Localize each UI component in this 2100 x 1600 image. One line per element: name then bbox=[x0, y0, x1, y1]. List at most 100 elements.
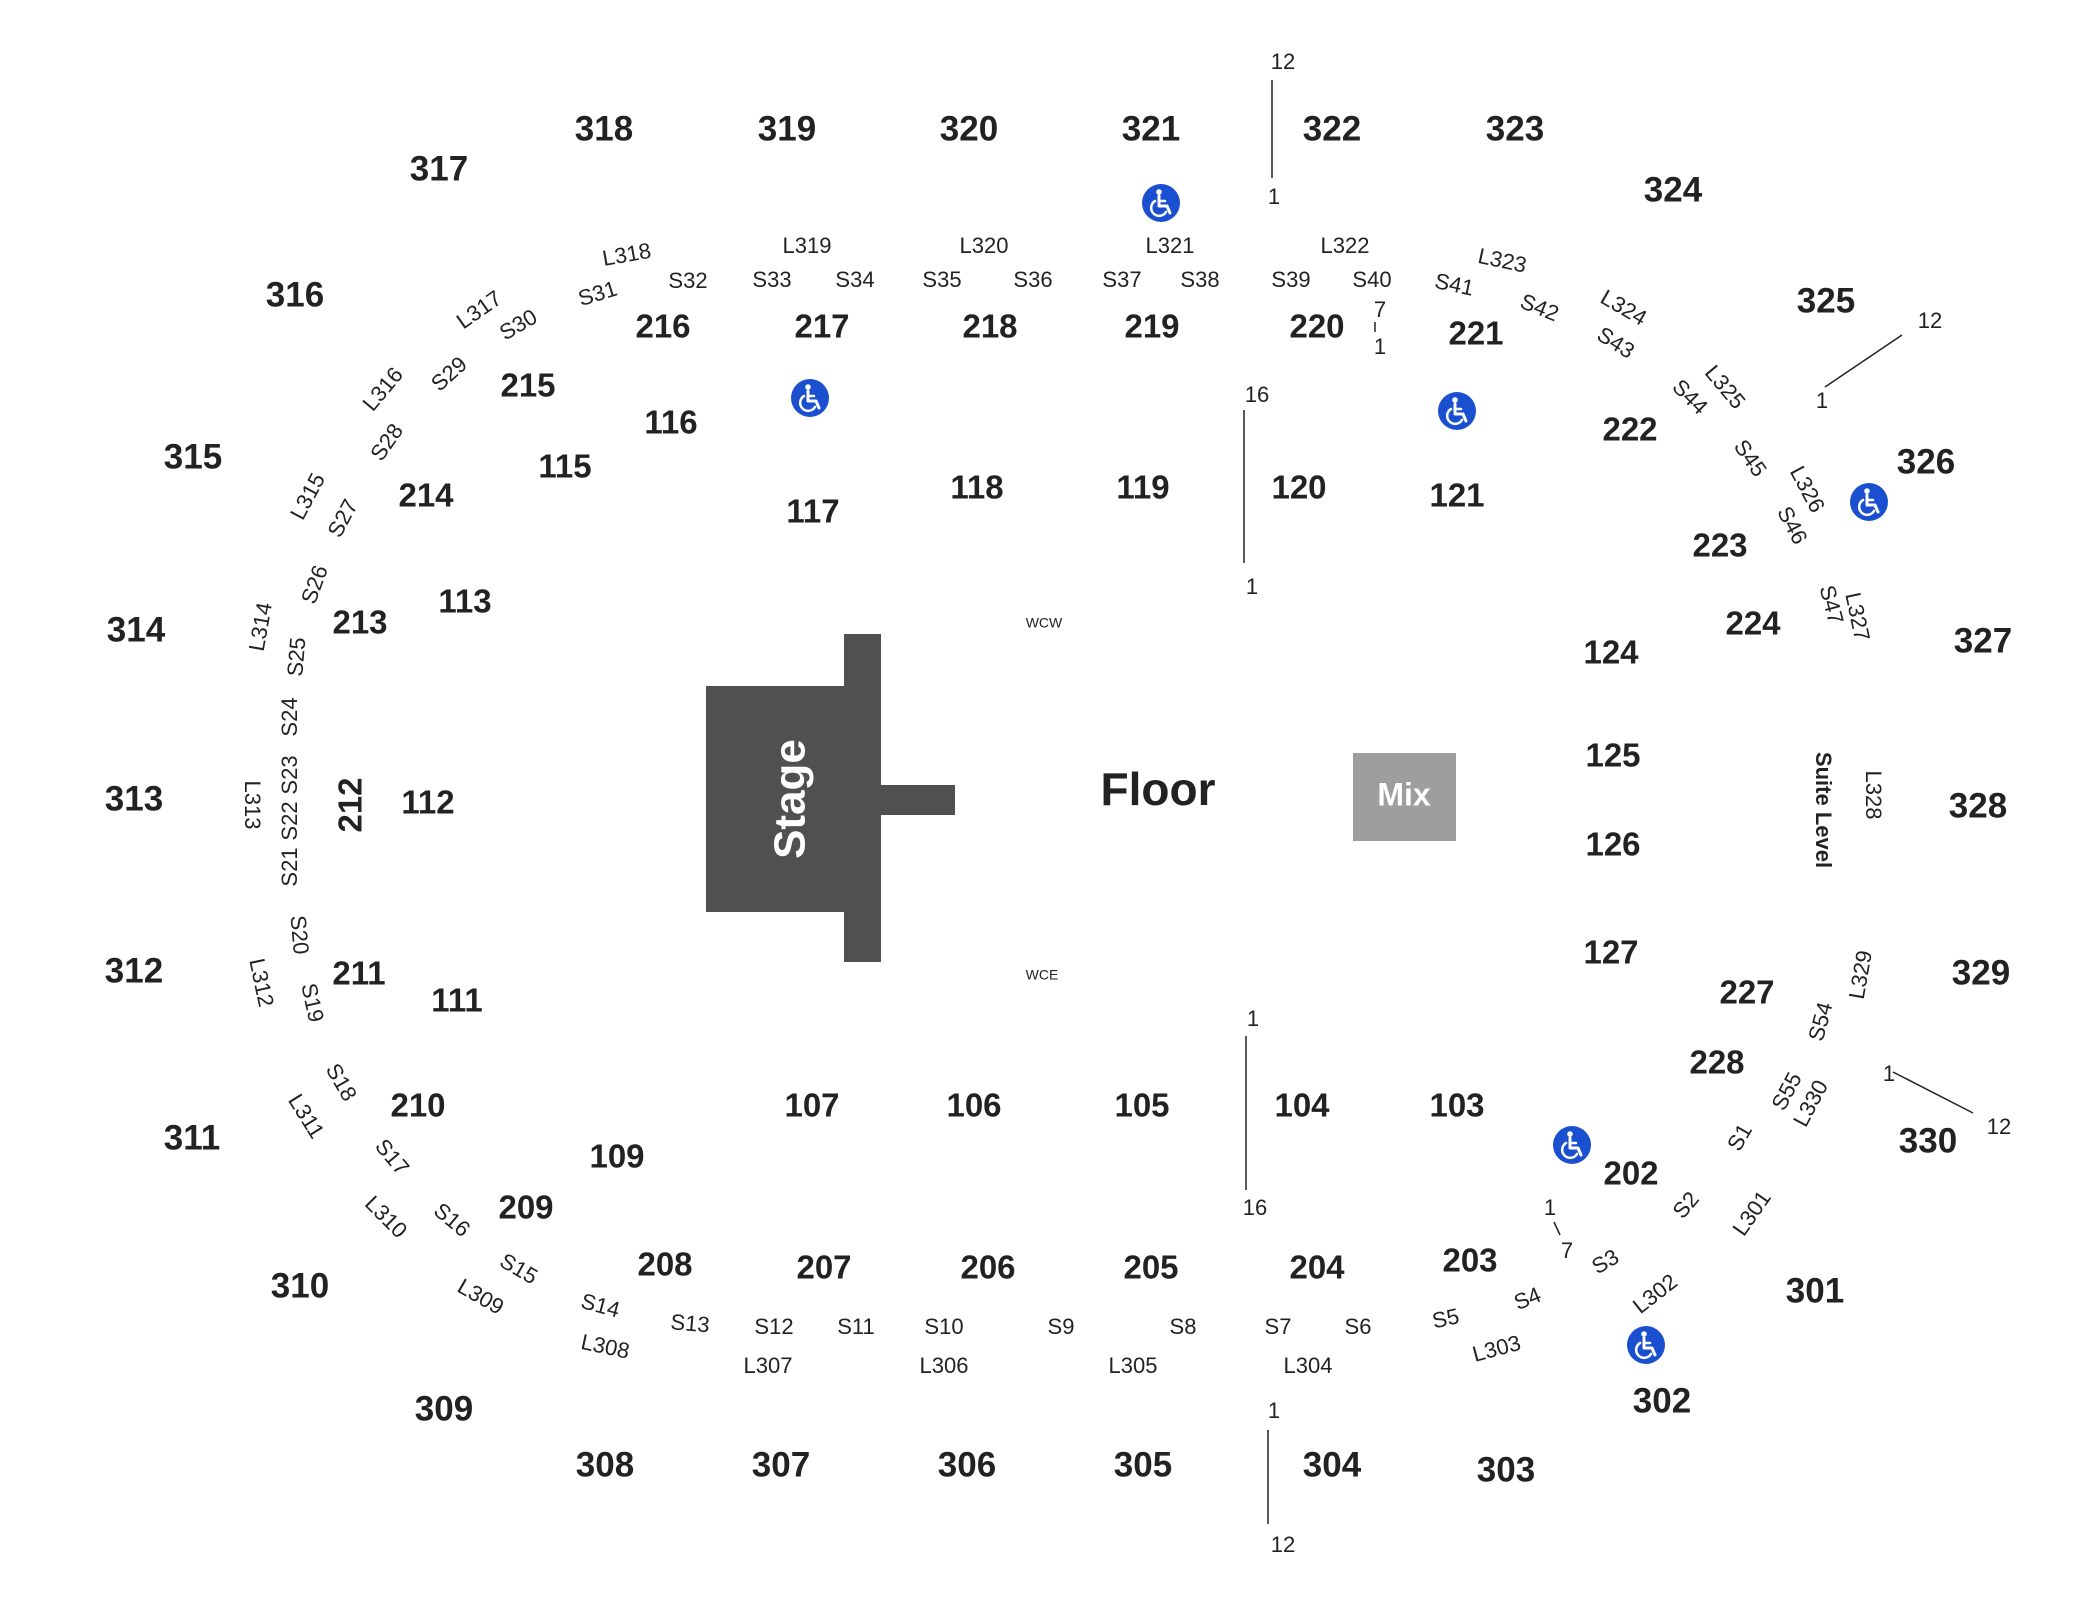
suite-s20[interactable]: S20 bbox=[286, 914, 314, 955]
section-105[interactable]: 105 bbox=[1114, 1087, 1169, 1124]
section-307[interactable]: 307 bbox=[752, 1445, 810, 1484]
suite-s36[interactable]: S36 bbox=[1013, 267, 1052, 292]
section-314[interactable]: 314 bbox=[107, 610, 166, 649]
section-221[interactable]: 221 bbox=[1448, 315, 1503, 352]
section-316[interactable]: 316 bbox=[266, 275, 324, 314]
section-303[interactable]: 303 bbox=[1477, 1450, 1535, 1489]
loge-l315[interactable]: L315 bbox=[285, 469, 330, 524]
section-301[interactable]: 301 bbox=[1786, 1271, 1844, 1310]
suite-s30[interactable]: S30 bbox=[495, 304, 541, 345]
suite-s10[interactable]: S10 bbox=[924, 1314, 963, 1339]
section-321[interactable]: 321 bbox=[1122, 109, 1180, 148]
section-227[interactable]: 227 bbox=[1719, 974, 1774, 1011]
section-320[interactable]: 320 bbox=[940, 109, 998, 148]
wheelchair-icon[interactable] bbox=[1848, 481, 1890, 523]
loge-l303[interactable]: L303 bbox=[1470, 1330, 1524, 1367]
section-319[interactable]: 319 bbox=[758, 109, 816, 148]
section-310[interactable]: 310 bbox=[271, 1266, 329, 1305]
section-111[interactable]: 111 bbox=[431, 982, 482, 1019]
loge-l302[interactable]: L302 bbox=[1628, 1269, 1682, 1319]
suite-s4[interactable]: S4 bbox=[1510, 1282, 1544, 1315]
suite-s19[interactable]: S19 bbox=[296, 981, 329, 1024]
loge-l312[interactable]: L312 bbox=[244, 956, 279, 1009]
suite-s31[interactable]: S31 bbox=[575, 276, 620, 311]
wheelchair-icon[interactable] bbox=[1551, 1124, 1593, 1166]
loge-l327[interactable]: L327 bbox=[1840, 590, 1875, 643]
section-313[interactable]: 313 bbox=[105, 779, 163, 818]
section-211[interactable]: 211 bbox=[332, 955, 385, 992]
suite-s5[interactable]: S5 bbox=[1430, 1303, 1462, 1333]
section-210[interactable]: 210 bbox=[390, 1087, 445, 1124]
loge-l322[interactable]: L322 bbox=[1321, 233, 1370, 258]
suite-s18[interactable]: S18 bbox=[321, 1059, 362, 1105]
section-212[interactable]: 212 bbox=[332, 777, 369, 832]
loge-l305[interactable]: L305 bbox=[1109, 1353, 1158, 1378]
loge-l313[interactable]: L313 bbox=[240, 781, 265, 830]
section-309[interactable]: 309 bbox=[415, 1389, 473, 1428]
suite-s32[interactable]: S32 bbox=[668, 268, 707, 293]
suite-s33[interactable]: S33 bbox=[752, 267, 791, 292]
loge-l320[interactable]: L320 bbox=[960, 233, 1009, 258]
section-330[interactable]: 330 bbox=[1899, 1121, 1957, 1160]
loge-l319[interactable]: L319 bbox=[783, 233, 832, 258]
section-224[interactable]: 224 bbox=[1725, 605, 1781, 642]
loge-l307[interactable]: L307 bbox=[744, 1353, 793, 1378]
suite-s37[interactable]: S37 bbox=[1102, 267, 1141, 292]
section-206[interactable]: 206 bbox=[960, 1249, 1015, 1286]
section-207[interactable]: 207 bbox=[796, 1249, 851, 1286]
loge-l323[interactable]: L323 bbox=[1476, 243, 1529, 278]
suite-s12[interactable]: S12 bbox=[754, 1314, 793, 1339]
section-117[interactable]: 117 bbox=[786, 493, 839, 530]
loge-l310[interactable]: L310 bbox=[360, 1191, 412, 1243]
suite-s17[interactable]: S17 bbox=[370, 1134, 414, 1180]
section-120[interactable]: 120 bbox=[1271, 469, 1326, 506]
loge-l314[interactable]: L314 bbox=[244, 600, 277, 653]
suite-s35[interactable]: S35 bbox=[922, 267, 961, 292]
suite-s29[interactable]: S29 bbox=[426, 351, 472, 396]
wheelchair-icon[interactable] bbox=[1625, 1324, 1667, 1366]
section-124[interactable]: 124 bbox=[1583, 634, 1639, 671]
loge-l308[interactable]: L308 bbox=[579, 1329, 632, 1364]
suite-s43[interactable]: S43 bbox=[1593, 322, 1639, 364]
loge-l318[interactable]: L318 bbox=[600, 238, 653, 271]
section-328[interactable]: 328 bbox=[1949, 786, 2007, 825]
section-305[interactable]: 305 bbox=[1114, 1445, 1172, 1484]
suite-s28[interactable]: S28 bbox=[365, 419, 408, 465]
section-315[interactable]: 315 bbox=[164, 437, 222, 476]
suite-s3[interactable]: S3 bbox=[1587, 1244, 1623, 1279]
section-304[interactable]: 304 bbox=[1303, 1445, 1362, 1484]
section-326[interactable]: 326 bbox=[1897, 442, 1955, 481]
section-219[interactable]: 219 bbox=[1124, 308, 1179, 345]
section-127[interactable]: 127 bbox=[1583, 934, 1638, 971]
section-228[interactable]: 228 bbox=[1689, 1044, 1744, 1081]
suite-s42[interactable]: S42 bbox=[1517, 289, 1563, 327]
section-107[interactable]: 107 bbox=[784, 1087, 839, 1124]
section-216[interactable]: 216 bbox=[635, 308, 690, 345]
section-222[interactable]: 222 bbox=[1602, 411, 1657, 448]
section-318[interactable]: 318 bbox=[575, 109, 633, 148]
suite-s21[interactable]: S21 bbox=[277, 847, 302, 886]
section-217[interactable]: 217 bbox=[794, 308, 849, 345]
suite-s15[interactable]: S15 bbox=[496, 1248, 542, 1289]
loge-l316[interactable]: L316 bbox=[357, 362, 408, 416]
section-329[interactable]: 329 bbox=[1952, 953, 2010, 992]
suite-s1[interactable]: S1 bbox=[1722, 1119, 1757, 1155]
section-306[interactable]: 306 bbox=[938, 1445, 996, 1484]
section-308[interactable]: 308 bbox=[576, 1445, 634, 1484]
section-106[interactable]: 106 bbox=[946, 1087, 1001, 1124]
section-317[interactable]: 317 bbox=[410, 149, 468, 188]
suite-s34[interactable]: S34 bbox=[835, 267, 874, 292]
wheelchair-icon[interactable] bbox=[789, 377, 831, 419]
section-204[interactable]: 204 bbox=[1289, 1249, 1345, 1286]
section-218[interactable]: 218 bbox=[962, 308, 1017, 345]
loge-l304[interactable]: L304 bbox=[1284, 1353, 1333, 1378]
section-214[interactable]: 214 bbox=[398, 477, 454, 514]
section-220[interactable]: 220 bbox=[1289, 308, 1344, 345]
section-115[interactable]: 115 bbox=[538, 448, 591, 485]
loge-l329[interactable]: L329 bbox=[1844, 948, 1877, 1001]
suite-s24[interactable]: S24 bbox=[277, 697, 302, 736]
suite-s27[interactable]: S27 bbox=[322, 495, 362, 541]
section-103[interactable]: 103 bbox=[1429, 1087, 1484, 1124]
loge-l309[interactable]: L309 bbox=[453, 1273, 508, 1319]
section-208[interactable]: 208 bbox=[637, 1246, 692, 1283]
